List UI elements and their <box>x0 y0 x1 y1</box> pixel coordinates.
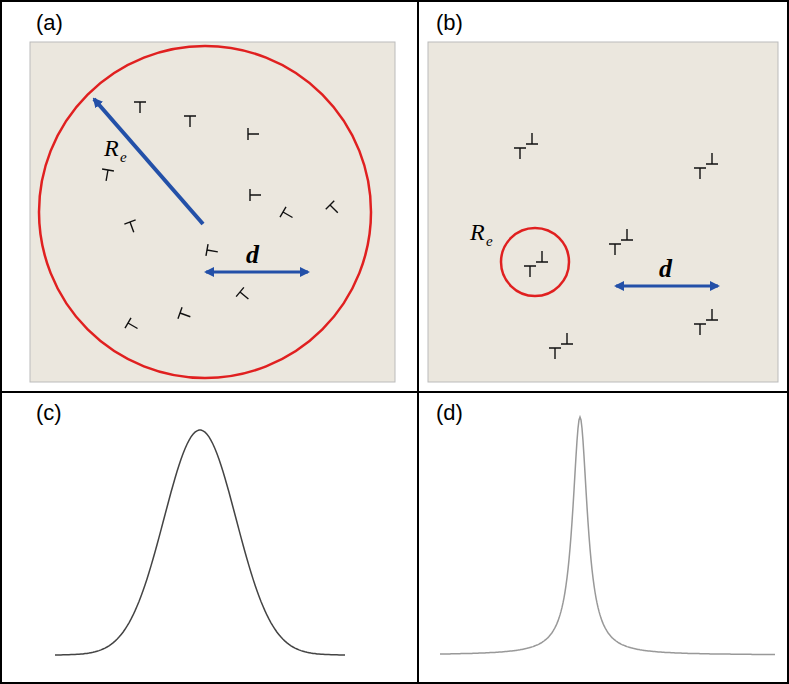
dislocation-symbol <box>124 220 139 234</box>
spacing-symbol: d <box>246 242 259 268</box>
dislocation-symbol <box>706 309 718 320</box>
spacing-symbol: d <box>659 256 672 282</box>
dislocation-symbol <box>280 207 296 223</box>
divider <box>417 1 419 683</box>
radius-subscript: e <box>486 234 493 249</box>
panel-label: (a) <box>36 12 63 34</box>
panel-label: (c) <box>36 402 62 424</box>
radius-arrow <box>94 99 203 224</box>
dislocation-symbol <box>236 287 252 303</box>
dislocation-symbol <box>514 148 526 159</box>
dislocation-symbol <box>250 189 261 201</box>
dislocation-symbol <box>561 333 573 344</box>
dislocation-symbol <box>248 128 259 140</box>
dislocation-symbol <box>178 307 192 322</box>
crystal-panel <box>428 42 778 382</box>
radius-subscript: e <box>120 150 127 165</box>
panel-label: (b) <box>436 12 463 34</box>
dislocation-symbol <box>134 102 146 113</box>
radius-symbol: R <box>470 220 485 244</box>
panel-label: (d) <box>436 402 463 424</box>
dislocation-symbol <box>694 324 706 335</box>
dislocation-symbol <box>125 318 141 334</box>
dislocation-symbol <box>609 244 621 255</box>
radius-symbol: R <box>104 136 119 160</box>
dislocation-symbol <box>100 169 114 182</box>
peak-profile <box>55 430 345 655</box>
dislocation-symbol <box>184 116 196 127</box>
crystal-panel <box>30 42 395 382</box>
dislocations <box>100 102 718 359</box>
divider <box>1 391 788 393</box>
dislocation-symbol <box>706 153 718 164</box>
radius-circle <box>501 228 569 296</box>
dislocation-symbol <box>536 251 548 262</box>
dislocation-symbol <box>694 168 706 179</box>
peak-profile <box>440 417 775 655</box>
dislocation-symbol <box>326 201 342 217</box>
radius-circle <box>39 46 371 378</box>
spacing-arrow <box>206 271 308 274</box>
spacing-arrow <box>616 285 718 288</box>
dislocation-symbol <box>524 266 536 277</box>
dislocation-symbol <box>621 229 633 240</box>
dislocation-symbol <box>206 244 219 258</box>
dislocation-symbol <box>549 348 561 359</box>
dislocation-symbol <box>526 133 538 144</box>
